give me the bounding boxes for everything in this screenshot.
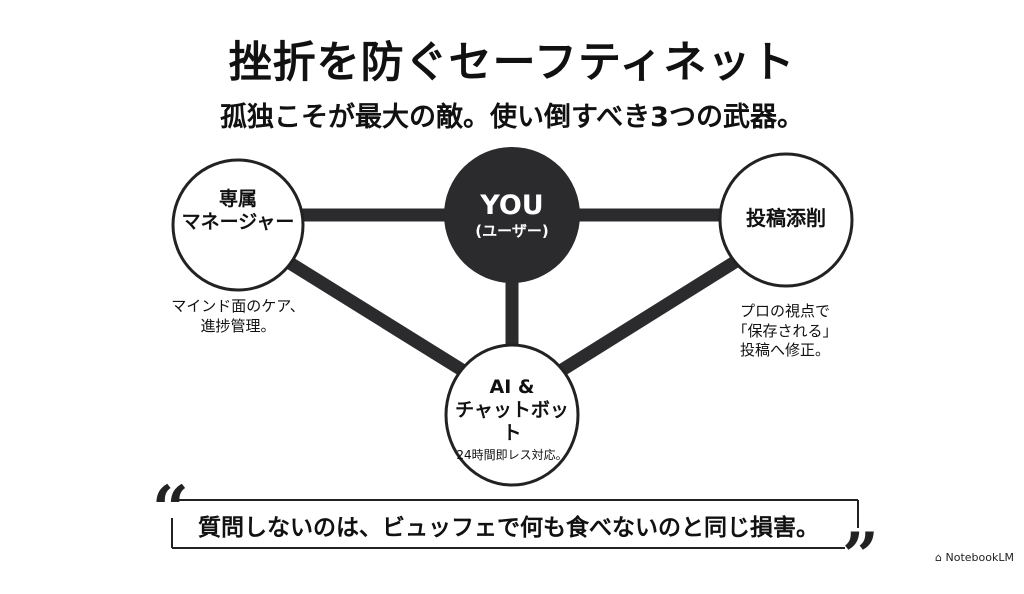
node-ai-desc: 24時間即レス対応。 — [456, 448, 568, 463]
page-title: 挫折を防ぐセーフティネット — [228, 38, 796, 88]
node-review-label: 投稿添削 — [746, 206, 826, 230]
node-ai — [444, 343, 580, 487]
node-you-line1: YOU — [480, 190, 544, 221]
network-diagram — [171, 147, 859, 549]
node-you-line2: (ユーザー) — [475, 222, 549, 241]
node-manager-line1: 専属 — [218, 188, 257, 210]
node-review — [718, 152, 854, 288]
node-manager-desc: マインド面のケア、 進捗管理。 — [148, 297, 328, 336]
node-ai-line1: AI & — [489, 376, 535, 398]
node-review-desc2: 「保存される」 — [732, 321, 838, 340]
quote-text: 質問しないのは、ビュッフェで何も食べないのと同じ損害。 — [198, 515, 819, 541]
node-you-label: YOU (ユーザー) — [445, 190, 579, 240]
brand-watermark: ⌂ NotebookLM — [935, 551, 1014, 564]
connector-review-ai — [558, 254, 742, 376]
node-review-desc1: プロの視点で — [739, 302, 830, 320]
node-manager-label: 専属 マネージャー — [173, 188, 303, 234]
node-ai-line2: チャットボット — [455, 398, 569, 444]
page-subtitle: 孤独こそが最大の敵。使い倒すべき3つの武器。 — [220, 102, 804, 133]
node-review-desc: プロの視点で 「保存される」 投稿へ修正。 — [700, 302, 870, 361]
connector-manager-ai — [281, 254, 466, 376]
close-quote-icon: ” — [842, 519, 879, 594]
open-quote-icon: “ — [152, 472, 189, 547]
node-manager — [171, 158, 305, 292]
brand-label: NotebookLM — [945, 551, 1014, 564]
node-manager-desc2: 進捗管理。 — [200, 316, 276, 335]
node-you — [444, 147, 580, 283]
node-ai-label: AI & チャットボット 24時間即レス対応。 — [447, 376, 577, 463]
node-manager-desc1: マインド面のケア、 — [171, 297, 305, 315]
node-review-desc3: 投稿へ修正。 — [739, 341, 830, 359]
node-manager-line2: マネージャー — [181, 210, 295, 233]
notebooklm-logo-icon: ⌂ — [935, 551, 946, 564]
